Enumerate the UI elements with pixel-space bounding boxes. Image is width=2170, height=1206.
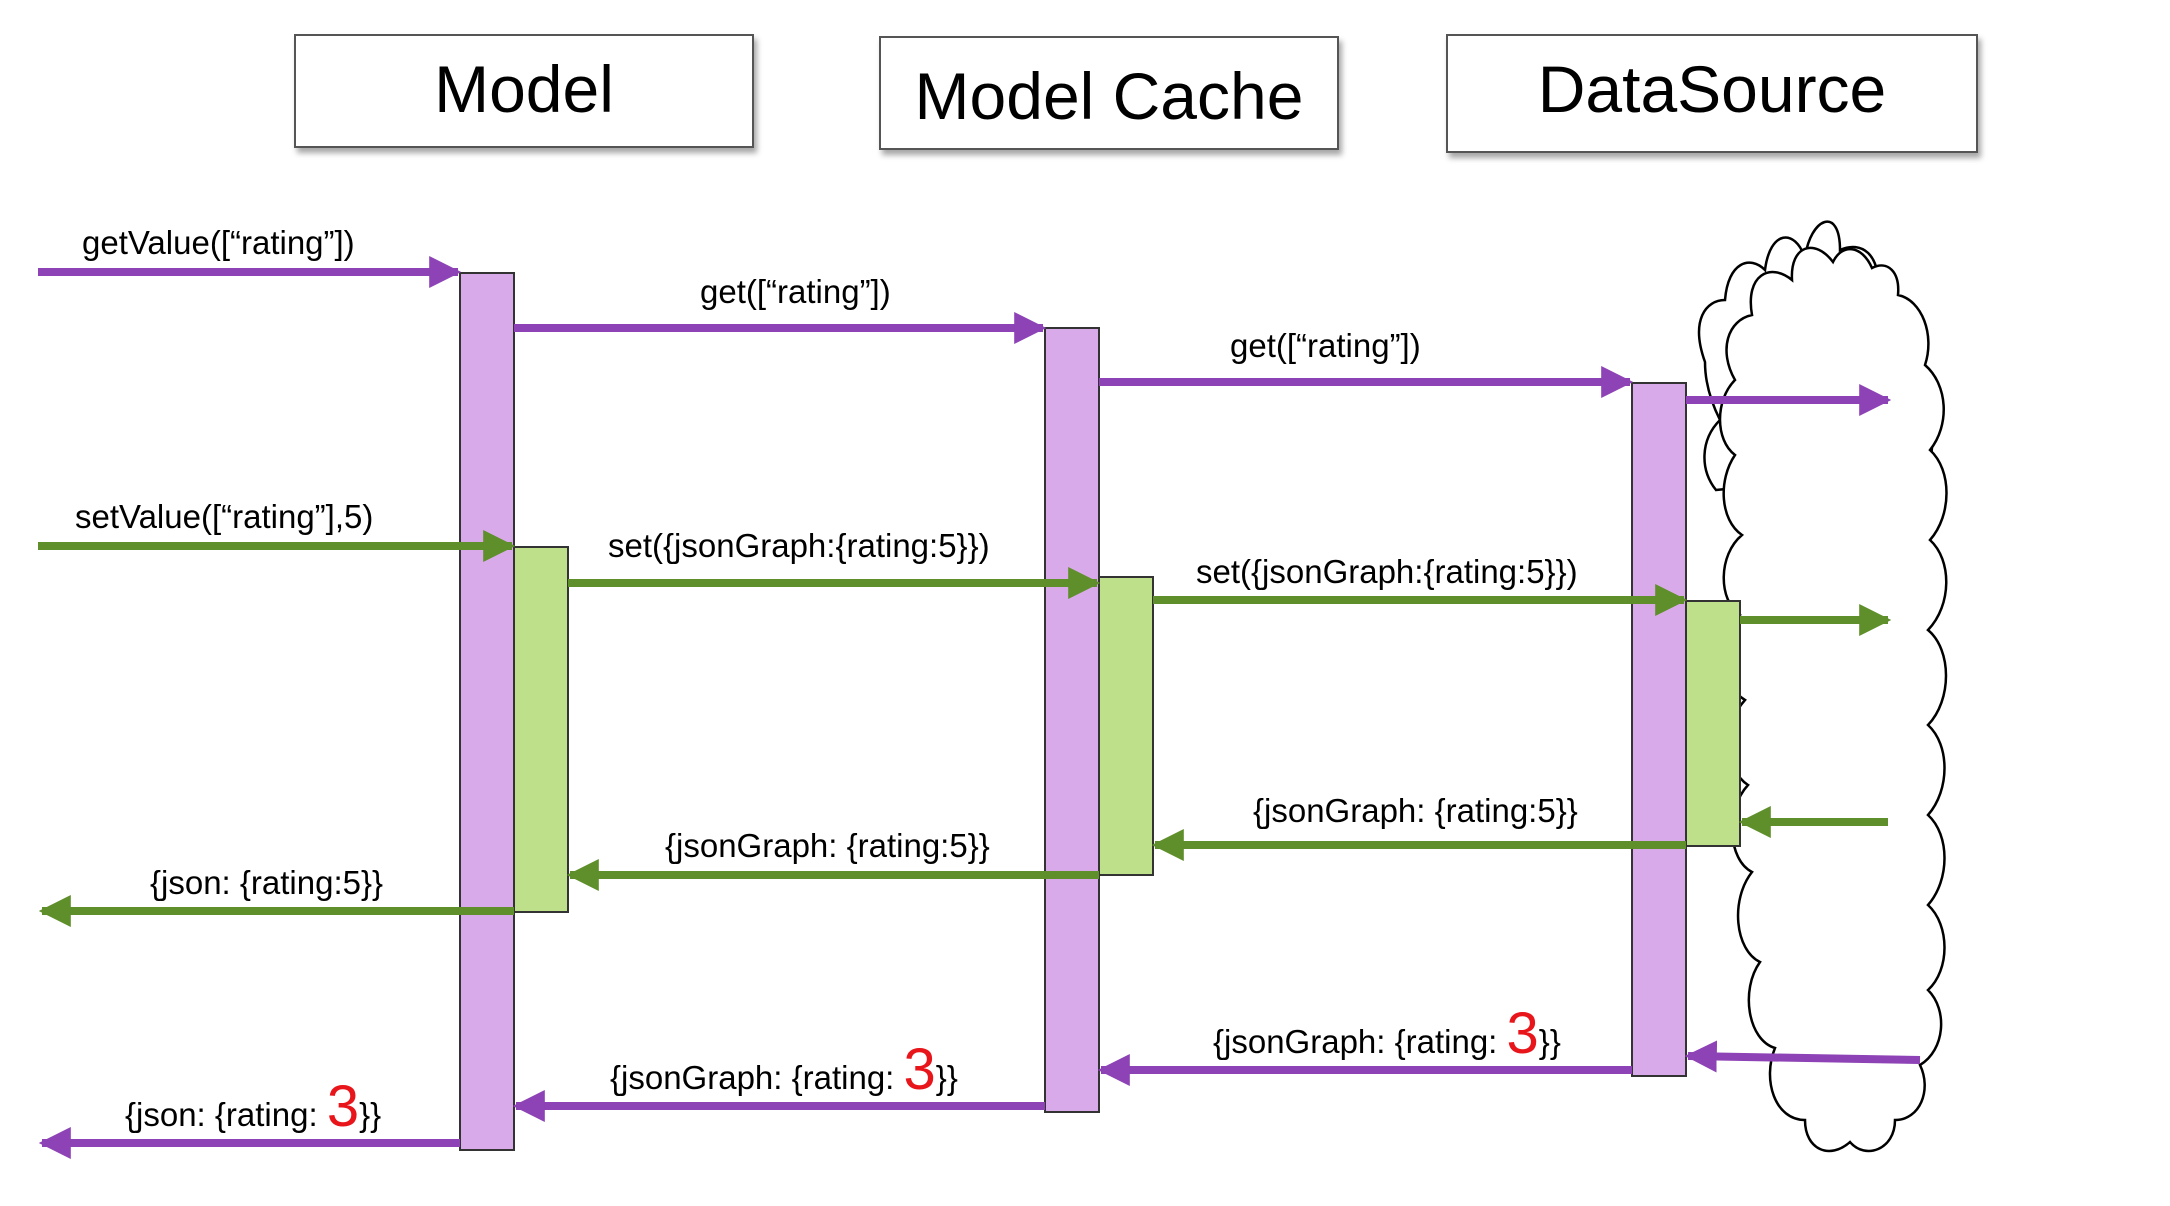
header-datasource-label: DataSource [1538,52,1887,126]
label-ds-reply-3-prefix: {jsonGraph: {rating: [1213,1023,1507,1060]
label-get-to-datasource: get([“rating”]) [1230,327,1421,364]
label-ds-reply-3: {jsonGraph: {rating: 3}} [1213,1001,1561,1066]
cache-set-activation-bar [1098,576,1154,876]
label-cache-reply-3-prefix: {jsonGraph: {rating: [610,1059,904,1096]
label-json-reply-3-prefix: {json: {rating: [125,1096,327,1133]
header-model: Model [294,34,754,148]
header-datasource: DataSource [1446,34,1978,153]
label-ds-reply-3-suffix: }} [1539,1023,1561,1060]
model-set-activation-bar [513,546,569,913]
label-json-reply-3: {json: {rating: 3}} [125,1074,381,1139]
label-get-to-cache: get([“rating”]) [700,273,891,310]
label-json-reply-3-suffix: }} [359,1096,381,1133]
label-cache-reply-3-suffix: }} [936,1059,958,1096]
datasource-set-activation-bar [1685,600,1741,847]
header-model-cache: Model Cache [879,36,1339,150]
cloud [1718,246,1948,1153]
arrow-remote-reply-3 [1684,1040,1921,1073]
cache-activation-bar [1044,327,1100,1113]
label-ds-reply-3-value: 3 [1507,1001,1539,1066]
label-cache-reply-5: {jsonGraph: {rating:5}} [665,827,990,864]
label-cache-reply-3: {jsonGraph: {rating: 3}} [610,1037,958,1102]
label-json-reply-5: {json: {rating:5}} [150,864,383,901]
label-setvalue: setValue([“rating”],5) [75,498,373,535]
label-set-to-datasource: set({jsonGraph:{rating:5}}) [1196,553,1578,590]
label-ds-reply-5: {jsonGraph: {rating:5}} [1253,792,1578,829]
label-set-to-cache: set({jsonGraph:{rating:5}}) [608,527,990,564]
datasource-activation-bar [1631,382,1687,1077]
header-model-cache-label: Model Cache [915,59,1304,133]
header-model-label: Model [434,52,614,126]
label-getvalue: getValue([“rating”]) [82,224,355,261]
label-json-reply-3-value: 3 [327,1074,359,1139]
model-activation-bar [459,272,515,1151]
label-cache-reply-3-value: 3 [904,1037,936,1102]
